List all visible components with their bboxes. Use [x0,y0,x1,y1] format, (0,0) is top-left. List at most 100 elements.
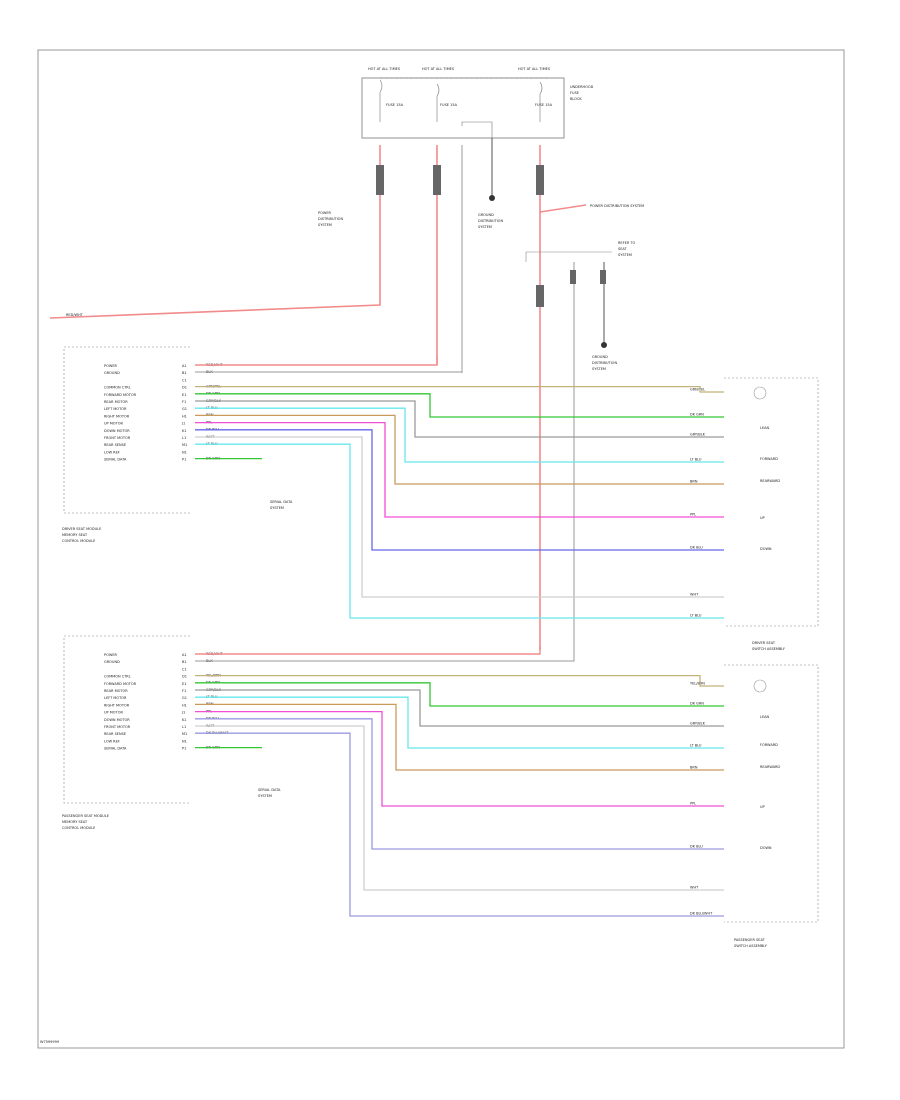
ground-dist-ref-1: GROUND [478,213,494,217]
fuse-block-outline [361,77,565,139]
power-dist-ref-3: SYSTEM [318,223,332,227]
footer-code: W7599999 [40,1040,59,1044]
pin-number: F1 [182,689,186,693]
switch-wire-label: DK GRN [690,413,704,417]
wire-signal [195,718,724,850]
wire-signal [195,414,724,485]
pin-number: D1 [182,386,187,390]
wire-ground [195,357,463,373]
switch-wire-label: GRN/YEL [690,388,705,392]
wire-ground [195,646,575,662]
pin-number: K1 [182,429,187,433]
pin-number: A1 [182,364,187,368]
wire-signal [195,674,724,687]
pin-function: POWER [104,364,118,368]
pin-number: E1 [182,393,186,397]
ground-bus [461,121,493,138]
serial-data-ref-1b: SYSTEM [270,506,284,510]
switch-wire-label: DK BLU [690,546,703,550]
switch-wire-label: DK GRN [690,702,704,706]
module-passenger-name-2: MEMORY SEAT [62,820,88,824]
pin-function: REAR SENSE [104,732,126,736]
pin-function: FORWARD MOTOR [104,393,137,397]
module-passenger-name-3: CONTROL MODULE [62,826,95,830]
serial-data-ref-2a: SERIAL DATA [258,788,281,792]
wire-signal [195,436,724,598]
switch-inner-label: REARWARD [760,479,780,483]
pin-number: M1 [182,732,187,736]
switch-wire-label: GRY/BLK [690,433,706,437]
switch-inner-label: UP [760,516,765,520]
switch-wire-label: PPL [690,802,696,806]
pin-number: E1 [182,682,186,686]
wire-power [195,646,541,655]
pin-function: SERIAL DATA [104,747,127,751]
connector-4 [536,285,544,307]
switch-wire-label: WHT [690,886,699,890]
switch-passenger-name-1: PASSENGER SEAT [734,938,766,942]
pin-function: UP MOTOR [104,422,123,426]
pin-number: L1 [182,725,186,729]
pin-function: FRONT MOTOR [104,436,131,440]
connector-3 [536,165,544,195]
serial-data-ref-2b: SYSTEM [258,794,272,798]
module-driver-name-1: DRIVER SEAT MODULE [62,527,101,531]
wire-signal [195,682,724,707]
ground-symbol-1 [489,195,495,201]
module-driver-name-3: CONTROL MODULE [62,539,95,543]
pin-number: J1 [181,422,185,426]
fuse-hot-label-1: HOT AT ALL TIMES [368,67,401,71]
wire-feed-red-3 [539,145,587,213]
pin-number: P1 [182,747,186,751]
diagram-border [37,49,845,1049]
pin-function: UP MOTOR [104,711,123,715]
wire-signal [195,393,724,418]
switch-wire-label: LT BLU [690,744,702,748]
pin-number: D1 [182,675,187,679]
pin-number: G1 [182,407,187,411]
fuse-block-name-3: BLOCK [570,97,582,101]
module-driver-outline [63,346,190,514]
switch-inner-label: LEAN [760,426,770,430]
wire-signal [195,689,724,727]
switch-driver-motor-icon [753,386,767,400]
pin-function: COMMON CTRL [104,386,131,390]
seat-ref-1: REFER TO [618,241,636,245]
wire-signal [195,385,724,393]
pin-number: K1 [182,718,187,722]
pin-number: L1 [182,436,186,440]
pin-function: SERIAL DATA [104,458,127,462]
fuse-hot-label-3: HOT AT ALL TIMES [518,67,551,71]
switch-inner-label: DOWN [760,547,772,551]
switch-wire-label: BRN [690,766,698,770]
switch-inner-label: LEAN [760,715,770,719]
wire-signal [195,443,724,619]
ground-symbol-2 [601,342,607,348]
pin-number: N1 [182,739,187,743]
fuse-block-name-1: UNDERHOOD [570,85,594,89]
switch-passenger-motor-icon [753,679,767,693]
switch-wire-label: WHT [690,593,699,597]
pin-function: GROUND [104,660,120,664]
pin-number: H1 [182,414,187,418]
wire-signal [195,421,724,518]
fuse-label-3: FUSE 15A [535,103,553,107]
switch-wire-label: GRY/BLK [690,722,706,726]
wire-signal [195,710,724,807]
switch-passenger-outline [724,664,819,923]
seat-ref-2: SEAT [618,247,628,251]
module-passenger-outline [63,635,190,804]
pin-number: F1 [182,400,186,404]
switch-wire-label: YEL/BRN [690,682,705,686]
ground-bottom-ref-3: SYSTEM [592,367,606,371]
pin-number: A1 [182,653,187,657]
wire-feed-red-1 [49,145,381,319]
switch-wire-label: LT BLU [690,614,702,618]
wire-signal [195,400,724,438]
pin-number: C1 [182,378,187,382]
serial-data-ref-1a: SERIAL DATA [270,500,293,504]
connectors [376,165,606,307]
